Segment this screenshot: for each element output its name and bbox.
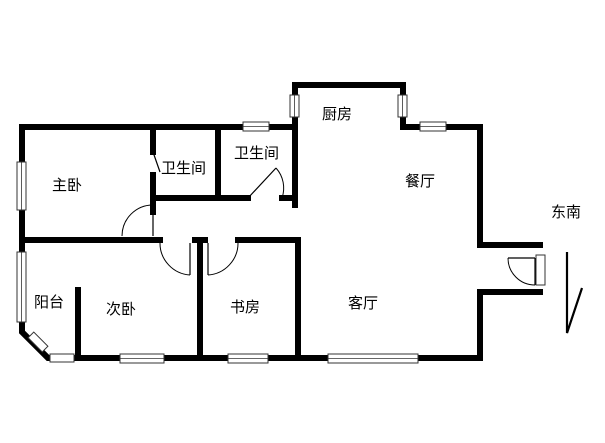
door-bath1 xyxy=(152,151,161,173)
room-labels: 厨房 卫生间 卫生间 主卧 餐厅 阳台 次卧 书房 客厅 xyxy=(34,105,435,318)
orientation: 东南 xyxy=(551,203,584,334)
outer-wall-right-lower xyxy=(477,289,543,361)
window-entry-right xyxy=(535,254,546,286)
north-arrow-icon xyxy=(565,252,584,334)
doors xyxy=(121,151,536,286)
walls xyxy=(19,82,543,361)
label-dining: 餐厅 xyxy=(405,172,435,190)
orientation-label: 东南 xyxy=(551,203,581,221)
window-balcony-corner xyxy=(27,331,49,353)
label-bath2: 卫生间 xyxy=(234,144,279,162)
windows xyxy=(16,94,546,364)
outer-wall-right xyxy=(477,124,543,248)
door-bath2 xyxy=(247,167,277,199)
label-balcony: 阳台 xyxy=(34,293,64,311)
label-second-bedroom: 次卧 xyxy=(106,300,136,318)
label-study: 书房 xyxy=(230,298,260,316)
label-bath1: 卫生间 xyxy=(161,159,206,177)
label-kitchen: 厨房 xyxy=(322,105,352,123)
label-master-bedroom: 主卧 xyxy=(52,176,82,194)
kitchen-walls xyxy=(292,82,483,173)
label-living: 客厅 xyxy=(348,294,378,312)
wall-bath-divider xyxy=(215,127,251,201)
window-balcony-bottom xyxy=(49,353,75,363)
wall-bath2-right xyxy=(279,167,298,201)
